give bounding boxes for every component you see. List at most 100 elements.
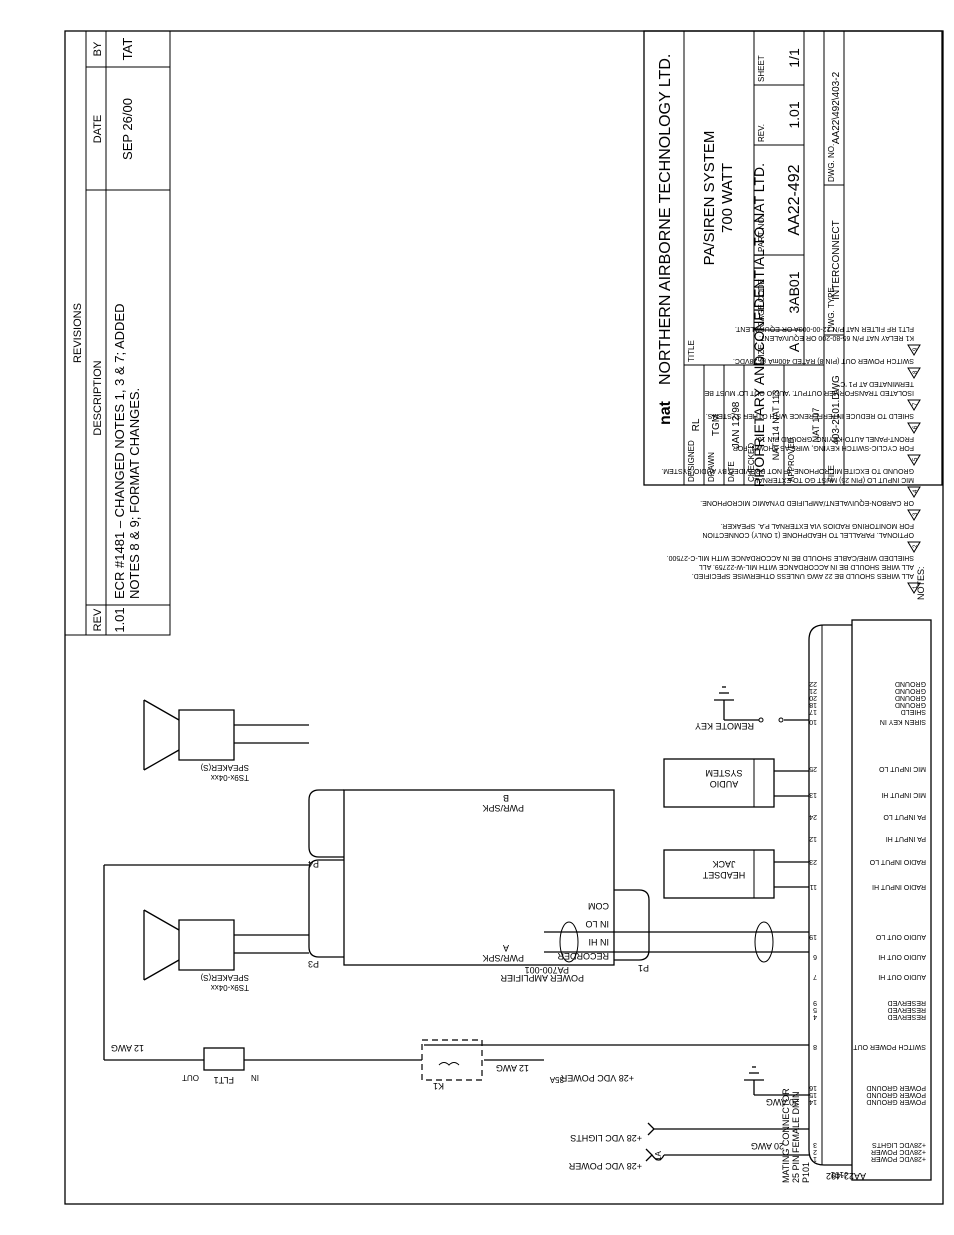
title-field-label: TITLE xyxy=(687,340,696,362)
power-terminal-icon xyxy=(645,1148,653,1162)
note-text: ALL WIRES SHOULD BE 22 AWG UNLESS OTHERW… xyxy=(692,572,914,579)
pin-signal: GROUND xyxy=(895,687,926,694)
approved-field-value: NAT 107 xyxy=(811,408,821,443)
p101-label: P101 xyxy=(801,1162,811,1183)
sheet-field-value: 1/1 xyxy=(786,48,802,68)
filter-label: FLT1 xyxy=(214,1075,234,1085)
note-text: GROUND TO EXCITE MICROPHONE, IF NOT PROV… xyxy=(661,467,914,474)
pwr-spk-b-label: B xyxy=(503,793,509,803)
pin-number: 24 xyxy=(809,813,817,820)
checked-field-label: CHECKED xyxy=(747,443,756,482)
pin-signal: AUDIO OUT LO xyxy=(875,933,926,940)
pin-signal: AUDIO OUT HI xyxy=(878,953,926,960)
note-number: 7 xyxy=(913,402,919,406)
pin-signal: +28VDC LIGHTS xyxy=(872,1141,926,1148)
note-triangle-icon xyxy=(907,509,921,521)
audio-system xyxy=(663,758,775,808)
dwg-type-field-value: INTERCONNECT xyxy=(831,220,842,299)
rev-column-header: REV xyxy=(92,608,104,631)
pin-row: 2+28VDC POWER xyxy=(813,1148,926,1155)
speaker-label: SPEAKER(S) xyxy=(200,763,249,772)
note-number: 4 xyxy=(913,489,919,493)
pin-signal: SHIELD xyxy=(901,708,926,715)
pin-number: 19 xyxy=(809,933,817,940)
filter-out-label: OUT xyxy=(182,1073,199,1082)
date-column-header: DATE xyxy=(92,115,104,144)
headset-label: JACK xyxy=(712,859,735,869)
schematic: REVISIONS REV DESCRIPTION DATE BY 1.01 E… xyxy=(64,30,944,1205)
dwg-no-field: DWG. NO.AA22\492\403-2 xyxy=(823,30,845,186)
cage-field-label: CAGE CODE xyxy=(757,279,766,327)
speaker-model: TS9x-04xx xyxy=(211,773,249,782)
fuse-35a-label: 35A xyxy=(549,1075,564,1084)
note-text: TERMINATED AT P1 'C'. xyxy=(837,380,914,387)
pin-signal: MIC INPUT LO xyxy=(879,765,926,772)
p4-connector xyxy=(308,789,344,858)
p1-label: P1 xyxy=(638,963,649,973)
by-column-header: BY xyxy=(92,41,104,56)
pin-number: 16 xyxy=(809,1084,817,1091)
speaker-model: TS9x-04xx xyxy=(211,983,249,992)
note-text: OR CARBON-EQUIVALENT/AMPLIFIED DYNAMIC M… xyxy=(700,499,914,506)
note-text: SHIELDED WIRE/CABLE SHOULD BE IN ACCORDA… xyxy=(667,554,914,561)
awg-label: 12 AWG xyxy=(111,1043,144,1053)
checked-field-value: NAT 114 NAT 113 xyxy=(771,390,781,461)
note-text: FOR MONITORING RADIOS VIA EXTERNAL P.A. … xyxy=(720,522,914,529)
dwg-no-field-label: DWG. NO. xyxy=(827,144,836,182)
amplifier-part-number: PA700-001 xyxy=(525,965,569,975)
revision-number: 1.01 xyxy=(112,607,127,632)
p4-label: P4 xyxy=(308,859,319,869)
note-number: 1 xyxy=(913,585,919,589)
note-number: 6 xyxy=(913,425,919,429)
approved-field: APPROVED NAT 107 xyxy=(783,364,825,486)
p1-label: IN LO xyxy=(585,919,609,929)
note-triangle-icon xyxy=(907,422,921,434)
pin-number: 6 xyxy=(813,953,817,960)
pin-signal: RESERVED xyxy=(888,1013,926,1020)
note-number: 8 xyxy=(913,370,919,374)
note-triangle-icon xyxy=(907,454,921,466)
audio-system-label: AUDIO xyxy=(710,779,739,789)
sheet-border xyxy=(64,30,944,1205)
pin-number: 22 xyxy=(809,680,817,687)
cage-field-value: 3AB01 xyxy=(786,271,802,313)
designed-field-value: RL xyxy=(691,418,702,431)
pin-signal: RESERVED xyxy=(888,999,926,1006)
main-power-label: +28 VDC POWER xyxy=(560,1073,634,1083)
pin-number: 14 xyxy=(809,1098,817,1105)
revision-description-line1: ECR #1481 – CHANGED NOTES 1, 3 & 7; ADDE… xyxy=(112,304,127,600)
revision-by: TAT xyxy=(120,38,135,61)
note-number: 5 xyxy=(913,457,919,461)
pin-number: 15 xyxy=(809,1091,817,1098)
description-column-header: DESCRIPTION xyxy=(92,360,104,435)
pin-row: 1+28VDC POWER xyxy=(813,1155,926,1162)
pin-signal: RESERVED xyxy=(888,1006,926,1013)
rev-field: REV.1.01 xyxy=(753,84,805,146)
pin-number: 13 xyxy=(809,791,817,798)
rev-field-label: REV. xyxy=(757,124,766,142)
approved-field-label: APPROVED xyxy=(787,437,796,482)
p101-desc-2: MATING CONNECTOR xyxy=(781,1088,791,1183)
pin-number: 5 xyxy=(813,1006,817,1013)
note-text: FRONT-PANEL AUTO-KEYING, GROUND PIN 10. xyxy=(756,435,914,442)
part-field-value: AA22-492 xyxy=(786,164,803,235)
drawing-title-1: PA/SIREN SYSTEM xyxy=(701,131,718,266)
filter-in-label: IN xyxy=(251,1073,259,1082)
revisions-header: REVISIONS xyxy=(72,303,84,363)
headset-label: HEADSET xyxy=(702,870,745,880)
pin-number: 1 xyxy=(813,1155,817,1162)
fuse-1a-icon xyxy=(651,1154,665,1161)
